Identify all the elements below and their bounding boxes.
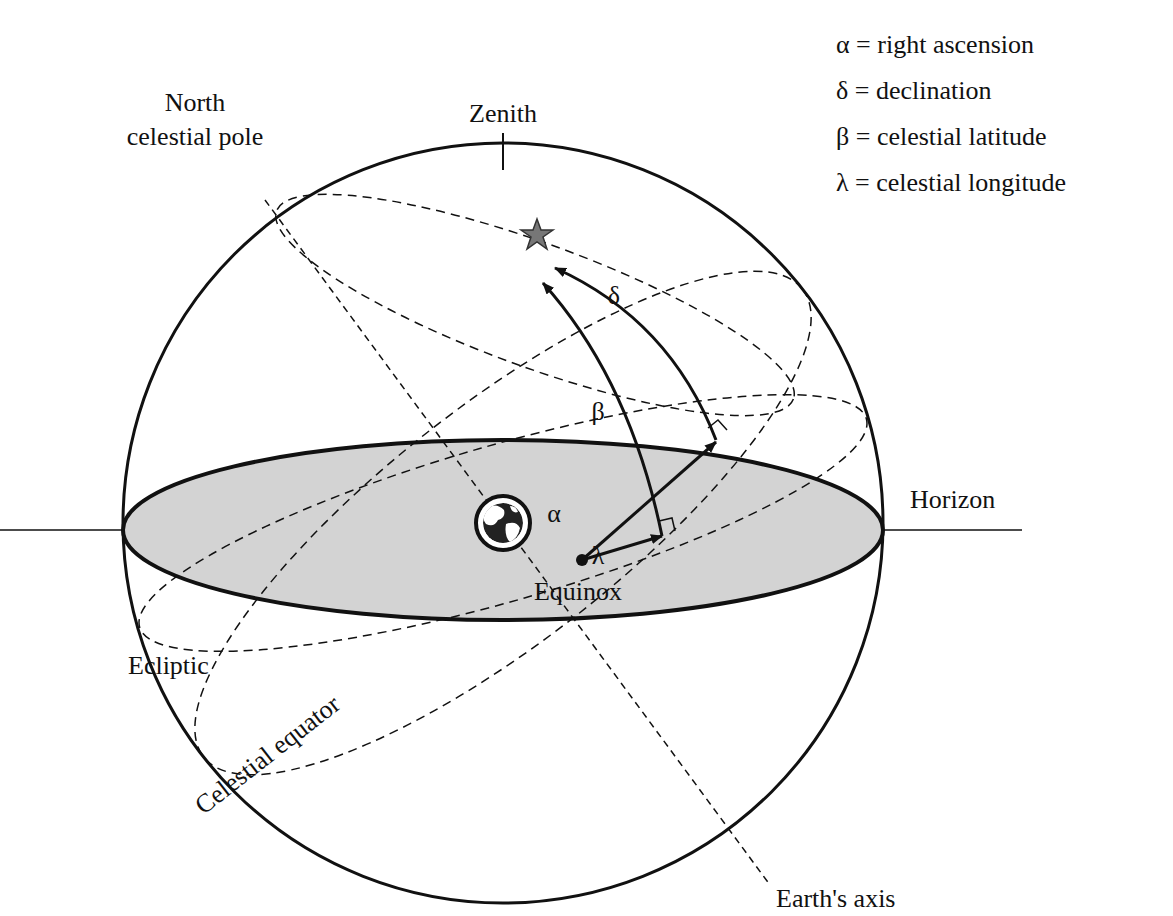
celestial-equator: [131, 196, 875, 850]
right-angle-mark: [708, 420, 727, 430]
horizon-label: Horizon: [910, 485, 995, 515]
symbol-label: β: [591, 397, 604, 427]
declination-arc: [555, 268, 716, 440]
legend-text: λ = celestial longitude: [836, 168, 1066, 198]
horizon-line: [883, 529, 1022, 531]
legend-text: δ = declination: [836, 76, 991, 106]
earth-icon: [476, 496, 530, 550]
zenith-tick: [502, 133, 504, 170]
zenith-label: Zenith: [469, 99, 537, 129]
ecliptic-label: Ecliptic: [128, 651, 209, 681]
celestial-sphere-outline: [123, 143, 883, 903]
legend-text: α = right ascension: [836, 30, 1034, 60]
equinox-point: [576, 554, 588, 566]
star-circle: [255, 153, 814, 458]
earth-axis: [265, 200, 770, 885]
axis-label: Earth's axis: [776, 884, 896, 914]
symbol-label: λ: [592, 541, 605, 571]
star-symbol: [521, 219, 553, 249]
ecliptic: [118, 344, 888, 702]
earth-globe: [483, 503, 523, 543]
right-angle-mark: [659, 518, 675, 531]
equator-label: Celestial equator: [190, 689, 347, 821]
equinox-label: Equinox: [534, 577, 622, 607]
horizon-plane: [123, 440, 883, 620]
horizon-line: [0, 529, 123, 531]
legend-text: β = celestial latitude: [836, 122, 1047, 152]
latitude-arc: [543, 283, 662, 536]
symbol-label: α: [547, 499, 561, 529]
pole-label: North celestial pole: [120, 86, 270, 154]
symbol-label: δ: [608, 281, 620, 311]
